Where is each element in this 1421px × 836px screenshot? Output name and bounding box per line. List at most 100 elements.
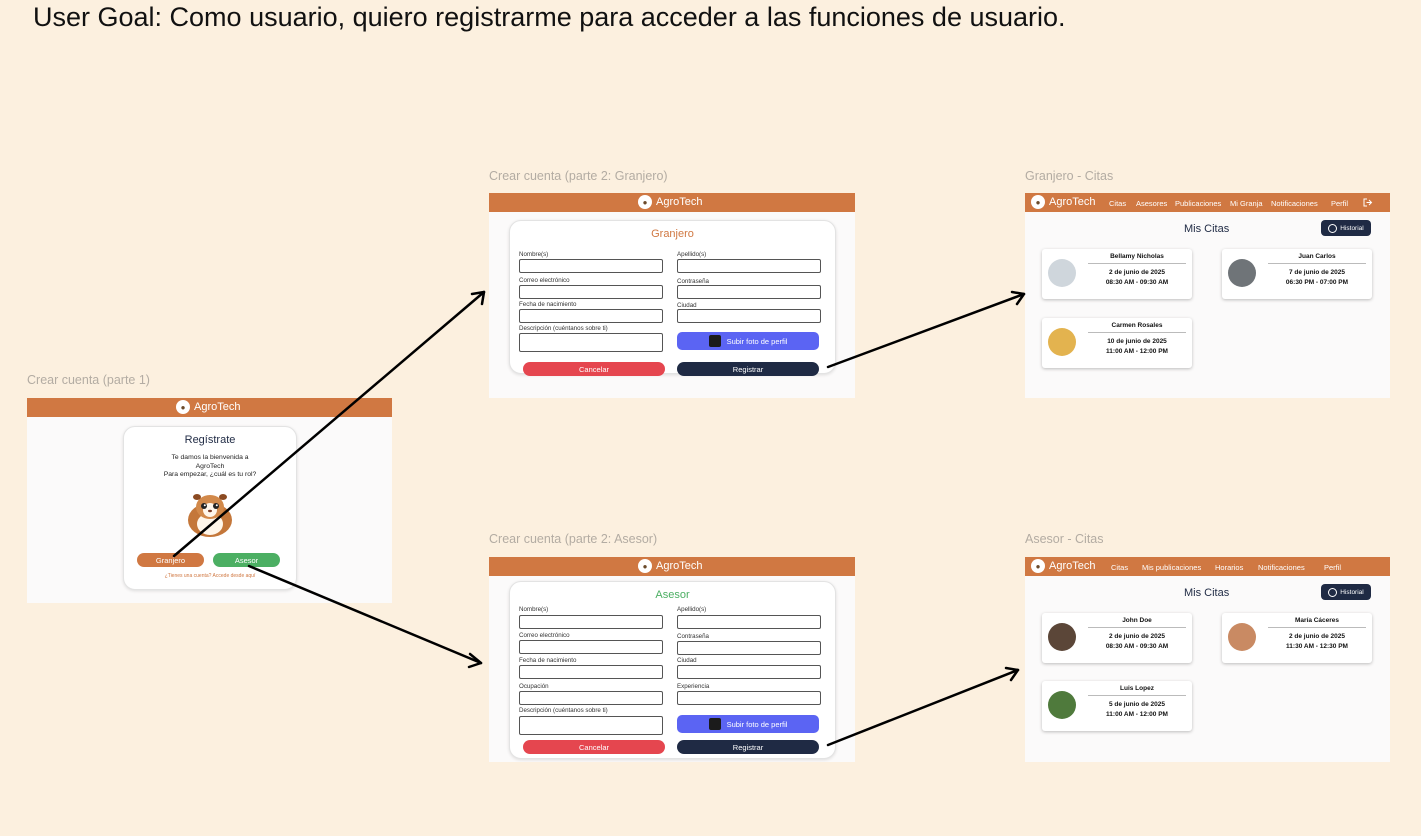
nombre-input[interactable]: [519, 259, 663, 273]
label-correo: Correo electrónico: [519, 632, 570, 639]
label-nombre: Nombre(s): [519, 251, 549, 258]
app-header: ● AgroTech Citas Asesores Publicaciones …: [1025, 193, 1390, 212]
image-icon: [708, 335, 721, 347]
label-ciudad: Ciudad: [677, 302, 697, 309]
historial-label: Historial: [1340, 224, 1364, 232]
register-button[interactable]: Registrar: [677, 740, 819, 754]
guinea-pig-logo-icon: ●: [176, 400, 190, 414]
page-title: Mis Citas: [1184, 587, 1230, 599]
nav-asesores[interactable]: Asesores: [1136, 199, 1168, 208]
label-apellido: Apellido(s): [677, 251, 707, 258]
appointment-name: Bellamy Nicholas: [1110, 253, 1164, 260]
label-ocupacion: Ocupación: [519, 683, 549, 690]
nav-perfil[interactable]: Perfil: [1331, 199, 1349, 208]
arrowhead: [467, 652, 483, 669]
app-logo[interactable]: ● AgroTech: [1031, 195, 1095, 209]
history-icon: [1328, 587, 1338, 597]
fecha-input[interactable]: [519, 309, 663, 323]
appointment-card[interactable]: Carmen Rosales 10 de junio de 2025 11:00…: [1042, 318, 1192, 368]
app-logo[interactable]: ● AgroTech: [176, 400, 240, 414]
experiencia-input[interactable]: [677, 691, 821, 705]
brand-name: AgroTech: [1049, 196, 1096, 208]
nav-notificaciones[interactable]: Notificaciones: [1258, 563, 1305, 572]
cancel-button[interactable]: Cancelar: [523, 740, 665, 754]
appointment-name: Luis Lopez: [1120, 685, 1154, 692]
nav-mi-granja[interactable]: Mi Granja: [1230, 199, 1263, 208]
historial-button[interactable]: Historial: [1321, 584, 1371, 600]
label-fecha: Fecha de nacimiento: [519, 301, 577, 308]
divider: [1088, 263, 1186, 264]
avatar: [1048, 328, 1076, 356]
nav-perfil[interactable]: Perfil: [1324, 563, 1342, 572]
asesor-button[interactable]: Asesor: [213, 553, 280, 567]
ocupacion-input[interactable]: [519, 691, 663, 705]
contrasena-input[interactable]: [677, 285, 821, 299]
descripcion-input[interactable]: [519, 333, 663, 352]
app-logo[interactable]: ● AgroTech: [638, 559, 702, 573]
nombre-input[interactable]: [519, 615, 663, 629]
appointment-date: 2 de junio de 2025: [1109, 633, 1165, 640]
app-header: ● AgroTech: [489, 193, 855, 212]
descripcion-input[interactable]: [519, 716, 663, 735]
nav-horarios[interactable]: Horarios: [1215, 563, 1244, 572]
app-logo[interactable]: ● AgroTech: [1031, 559, 1095, 573]
correo-input[interactable]: [519, 640, 663, 654]
apellido-input[interactable]: [677, 615, 821, 629]
nav-notificaciones[interactable]: Notificaciones: [1271, 199, 1318, 208]
divider: [1268, 627, 1366, 628]
appointment-card[interactable]: Juan Carlos 7 de junio de 2025 06:30 PM …: [1222, 249, 1372, 299]
apellido-input[interactable]: [677, 259, 821, 273]
fecha-input[interactable]: [519, 665, 663, 679]
page-title: Mis Citas: [1184, 223, 1230, 235]
appointment-card[interactable]: María Cáceres 2 de junio de 2025 11:30 A…: [1222, 613, 1372, 663]
nav-publicaciones[interactable]: Publicaciones: [1175, 199, 1222, 208]
appointment-card[interactable]: Bellamy Nicholas 2 de junio de 2025 08:3…: [1042, 249, 1192, 299]
upload-photo-button[interactable]: Subir foto de perfil: [677, 715, 819, 733]
granjero-form-card: Granjero Nombre(s) Apellido(s) Correo el…: [509, 220, 836, 376]
appointment-card[interactable]: John Doe 2 de junio de 2025 08:30 AM - 0…: [1042, 613, 1192, 663]
register-card: Regístrate Te damos la bienvenida a Agro…: [123, 426, 297, 590]
historial-button[interactable]: Historial: [1321, 220, 1371, 236]
ciudad-input[interactable]: [677, 665, 821, 679]
guinea-pig-logo-icon: ●: [1031, 195, 1045, 209]
appointment-time: 11:00 AM - 12:00 PM: [1106, 711, 1168, 718]
cancel-button[interactable]: Cancelar: [523, 362, 665, 376]
contrasena-input[interactable]: [677, 641, 821, 655]
nav-mis-publicaciones[interactable]: Mis publicaciones: [1142, 563, 1202, 572]
appointment-time: 08:30 AM - 09:30 AM: [1105, 279, 1169, 286]
label-descripcion: Descripción (cuéntanos sobre ti): [519, 707, 608, 714]
nav-citas[interactable]: Citas: [1111, 563, 1129, 572]
login-link[interactable]: ¿Tienes una cuenta? Accede desde aquí: [164, 573, 256, 579]
label-apellido: Apellido(s): [677, 606, 707, 613]
image-icon: [708, 718, 721, 730]
avatar: [1048, 259, 1076, 287]
divider: [1268, 263, 1366, 264]
label-contrasena: Contraseña: [677, 278, 709, 285]
register-button[interactable]: Registrar: [677, 362, 819, 376]
frame-granjero-citas: ● AgroTech Citas Asesores Publicaciones …: [1025, 193, 1390, 398]
user-goal-title: User Goal: Como usuario, quiero registra…: [33, 2, 1066, 32]
brand-name: AgroTech: [1049, 560, 1096, 572]
historial-label: Historial: [1340, 588, 1364, 596]
logout-icon[interactable]: [1363, 198, 1373, 207]
brand-name: AgroTech: [194, 401, 241, 413]
upload-photo-button[interactable]: Subir foto de perfil: [677, 332, 819, 350]
app-header: ● AgroTech: [27, 398, 392, 417]
nav-citas[interactable]: Citas: [1109, 199, 1127, 208]
appointment-name: Carmen Rosales: [1111, 322, 1163, 329]
label-fecha: Fecha de nacimiento: [519, 657, 577, 664]
avatar: [1048, 691, 1076, 719]
appointment-card[interactable]: Luis Lopez 5 de junio de 2025 11:00 AM -…: [1042, 681, 1192, 731]
granjero-button[interactable]: Granjero: [137, 553, 204, 567]
correo-input[interactable]: [519, 285, 663, 299]
app-logo[interactable]: ● AgroTech: [638, 195, 702, 209]
appointment-name: María Cáceres: [1294, 617, 1340, 624]
upload-label: Subir foto de perfil: [726, 719, 788, 729]
upload-label: Subir foto de perfil: [726, 336, 788, 346]
ciudad-input[interactable]: [677, 309, 821, 323]
frame-asesor-form: ● AgroTech Asesor Nombre(s) Apellido(s) …: [489, 557, 855, 762]
welcome-line-1: Te damos la bienvenida a: [171, 454, 249, 461]
brand-name: AgroTech: [656, 560, 703, 572]
history-icon: [1328, 223, 1338, 233]
